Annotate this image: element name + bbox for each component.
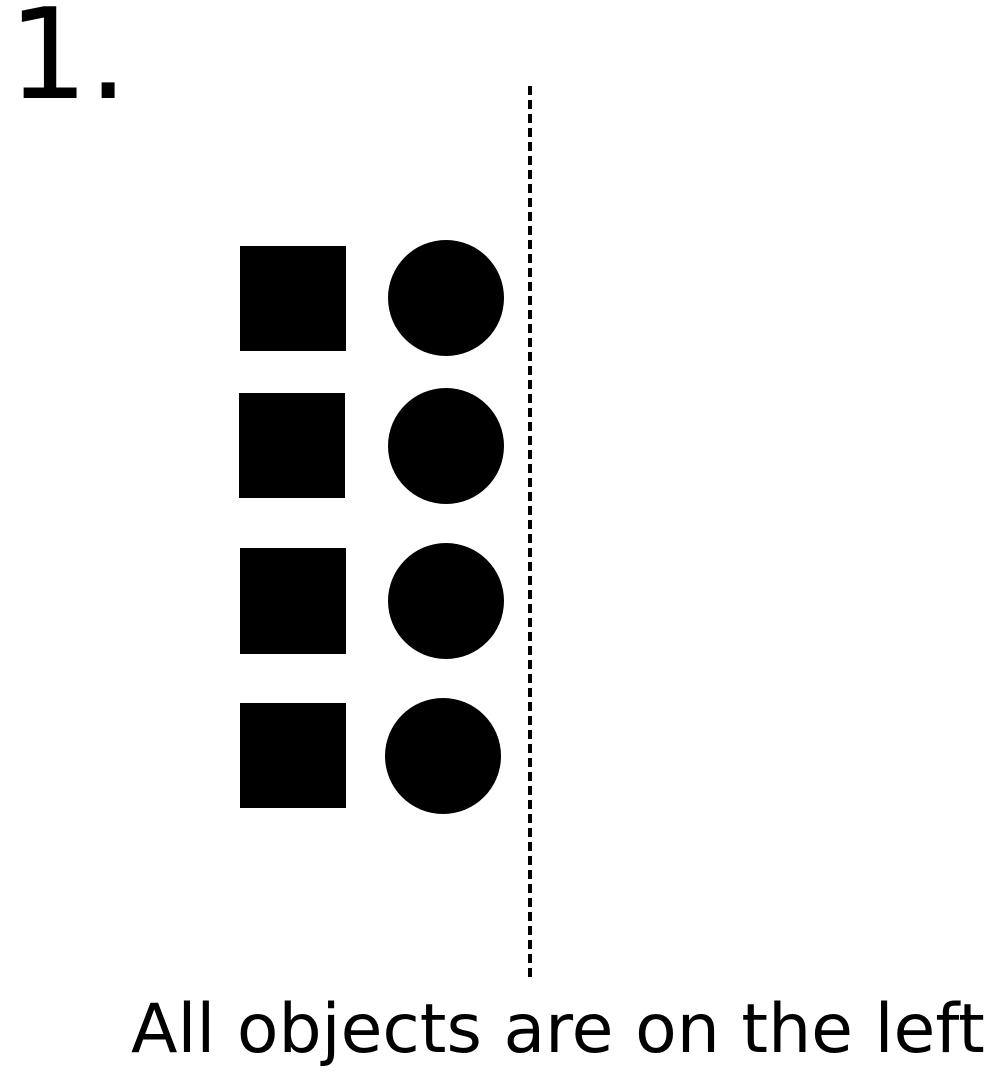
square-2 <box>239 393 345 498</box>
square-4 <box>240 703 346 808</box>
circle-2 <box>388 388 504 504</box>
panel-number: 1. <box>8 0 129 128</box>
square-3 <box>240 548 346 654</box>
circle-3 <box>388 543 504 659</box>
square-1 <box>240 246 346 351</box>
caption: All objects are on the left <box>131 990 985 1069</box>
circle-4 <box>385 698 501 814</box>
circle-1 <box>388 240 504 356</box>
